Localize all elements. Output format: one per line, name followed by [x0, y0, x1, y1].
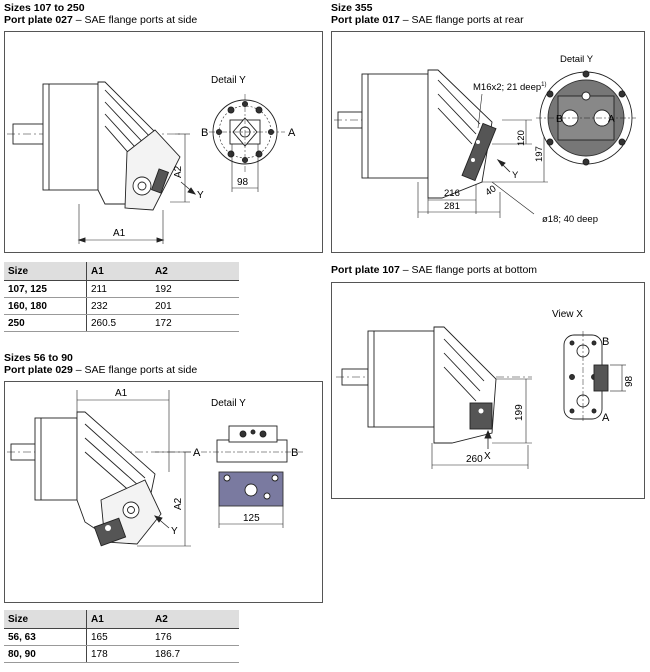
- view-x-title: View X: [552, 309, 583, 320]
- port-a-label: A: [288, 127, 296, 139]
- port-a-label: A: [193, 447, 201, 459]
- port-plate-label: Port plate 027: [4, 14, 73, 26]
- col-header-size: Size: [4, 610, 87, 629]
- col-header-a1: A1: [86, 610, 151, 629]
- drawing-box-port-plate-029: A1 A2 Y Detail Y A B 125: [4, 381, 323, 603]
- dim-40: 40: [483, 183, 498, 198]
- drawing-box-port-plate-027: A1 A2 Y Detail Y B A 98: [4, 31, 323, 253]
- col-header-a2: A2: [151, 610, 239, 629]
- cell-a2: 176: [151, 628, 239, 646]
- cell-a2: 172: [151, 314, 239, 332]
- drawing-box-port-plate-017: M16x2; 21 deep1) 120 197 Y 216 40 281 ø1…: [331, 31, 645, 253]
- thread-note: M16x2; 21 deep1): [473, 82, 546, 93]
- dim-98: 98: [237, 177, 249, 188]
- port-a-label: A: [608, 114, 615, 125]
- section-header-size-355: Size 355 Port plate 017 – SAE flange por…: [331, 2, 524, 26]
- detail-y-title: Detail Y: [560, 54, 594, 65]
- cell-a2: 201: [151, 297, 239, 315]
- technical-drawing-017: M16x2; 21 deep1) 120 197 Y 216 40 281 ø1…: [334, 54, 636, 225]
- table-header-row: Size A1 A2: [4, 610, 239, 629]
- dim-a2: A2: [173, 497, 184, 510]
- section-title: Sizes 56 to 90: [4, 352, 73, 364]
- port-b-label: B: [602, 336, 609, 348]
- port-plate-desc: – SAE flange ports at bottom: [399, 264, 538, 276]
- hole-note: ø18; 40 deep: [542, 214, 598, 225]
- dim-216: 216: [444, 188, 460, 199]
- cell-size: 56, 63: [4, 628, 87, 646]
- cell-a1: 211: [86, 280, 151, 298]
- table-row: 80, 90 178 186.7: [4, 645, 239, 663]
- dimension-table-56-90: Size A1 A2 56, 63 165 176 80, 90 178 186…: [4, 610, 239, 663]
- section-subtitle: Port plate 029 – SAE flange ports at sid…: [4, 364, 197, 376]
- dim-125: 125: [243, 513, 260, 524]
- cell-a1: 232: [86, 297, 151, 315]
- view-y-label: Y: [512, 170, 519, 181]
- technical-drawing-029: A1 A2 Y Detail Y A B 125: [7, 388, 305, 547]
- section-subtitle: Port plate 107 – SAE flange ports at bot…: [331, 264, 537, 276]
- dim-199: 199: [514, 404, 525, 421]
- dim-120: 120: [516, 130, 527, 146]
- col-header-a1: A1: [86, 262, 151, 281]
- dim-a1: A1: [113, 228, 126, 239]
- footnote-ref: 1): [541, 82, 546, 88]
- cell-size: 250: [4, 314, 87, 332]
- dim-a1: A1: [115, 388, 128, 399]
- dim-260: 260: [466, 454, 483, 465]
- cell-a1: 260.5: [86, 314, 151, 332]
- table-row: 56, 63 165 176: [4, 628, 239, 646]
- detail-y-title: Detail Y: [211, 75, 246, 86]
- table-header-row: Size A1 A2: [4, 262, 239, 281]
- port-b-label: B: [201, 127, 208, 139]
- technical-drawing-107: X 199 260 View X B A 98: [336, 309, 635, 469]
- view-x-label: X: [484, 451, 491, 462]
- port-plate-desc: – SAE flange ports at side: [72, 364, 198, 376]
- port-plate-label: Port plate 029: [4, 364, 73, 376]
- dim-a2: A2: [173, 165, 184, 178]
- thread-spec: M16x2; 21 deep: [473, 82, 541, 93]
- port-plate-desc: – SAE flange ports at side: [72, 14, 198, 26]
- port-plate-label: Port plate 017: [331, 14, 400, 26]
- table-row: 160, 180 232 201: [4, 297, 239, 315]
- view-y-label: Y: [197, 190, 204, 201]
- cell-a2: 186.7: [151, 645, 239, 663]
- dimension-table-107-250: Size A1 A2 107, 125 211 192 160, 180 232…: [4, 262, 239, 332]
- port-b-label: B: [556, 114, 563, 125]
- cell-a1: 165: [86, 628, 151, 646]
- port-plate-desc: – SAE flange ports at rear: [399, 14, 524, 26]
- cell-size: 80, 90: [4, 645, 87, 663]
- section-title: Sizes 107 to 250: [4, 2, 85, 14]
- drawing-box-port-plate-107: X 199 260 View X B A 98: [331, 282, 645, 499]
- cell-size: 107, 125: [4, 280, 87, 298]
- table-row: 250 260.5 172: [4, 314, 239, 332]
- cell-a2: 192: [151, 280, 239, 298]
- dim-98: 98: [624, 375, 635, 387]
- section-title: Size 355: [331, 2, 373, 14]
- col-header-size: Size: [4, 262, 87, 281]
- col-header-a2: A2: [151, 262, 239, 281]
- section-header-sizes-107-250: Sizes 107 to 250 Port plate 027 – SAE fl…: [4, 2, 197, 26]
- dim-281: 281: [444, 201, 460, 212]
- view-y-label: Y: [171, 526, 178, 537]
- cell-a1: 178: [86, 645, 151, 663]
- section-subtitle: Port plate 017 – SAE flange ports at rea…: [331, 14, 524, 26]
- section-header-port-plate-107: Port plate 107 – SAE flange ports at bot…: [331, 264, 537, 276]
- port-a-label: A: [602, 412, 610, 424]
- table-row: 107, 125 211 192: [4, 280, 239, 298]
- port-plate-label: Port plate 107: [331, 264, 400, 276]
- technical-drawing-027: A1 A2 Y Detail Y B A 98: [7, 75, 296, 244]
- cell-size: 160, 180: [4, 297, 87, 315]
- section-header-sizes-56-90: Sizes 56 to 90 Port plate 029 – SAE flan…: [4, 352, 197, 376]
- detail-y-title: Detail Y: [211, 398, 246, 409]
- dim-197: 197: [534, 146, 545, 162]
- port-b-label: B: [291, 447, 298, 459]
- section-subtitle: Port plate 027 – SAE flange ports at sid…: [4, 14, 197, 26]
